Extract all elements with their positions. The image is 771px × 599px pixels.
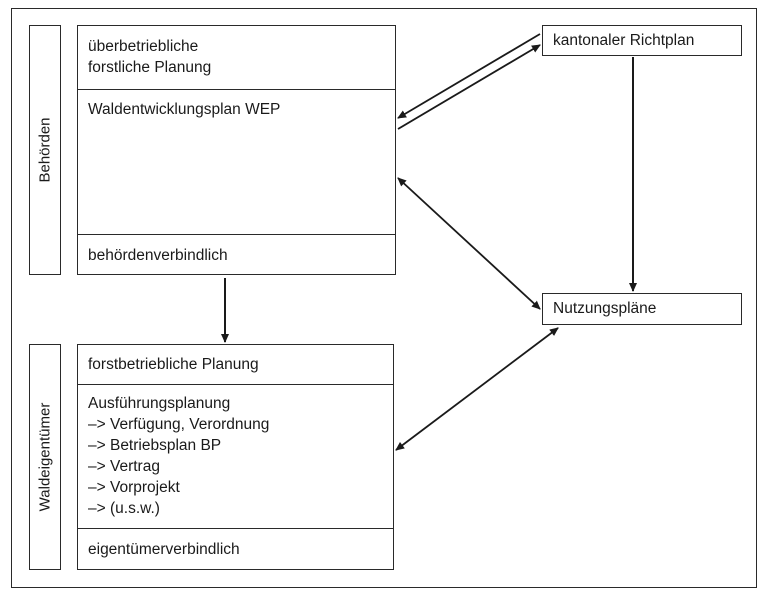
- owner-main-section: Ausführungsplanung –> Verfügung, Verordn…: [78, 384, 393, 528]
- owner-line: –> (u.s.w.): [88, 500, 160, 517]
- forest-owners-label-box: Waldeigentümer: [29, 344, 61, 570]
- wep-label: Waldentwicklungsplan WEP: [88, 101, 281, 118]
- owner-footer-section: eigentümerverbindlich: [78, 528, 393, 570]
- owner-line: –> Vertrag: [88, 458, 160, 475]
- diagram-frame: [11, 8, 757, 588]
- owner-planning-box: forstbetriebliche Planung Ausführungspla…: [77, 344, 394, 570]
- owner-line: –> Vorprojekt: [88, 479, 180, 496]
- authority-header-line1: überbetriebliche: [88, 38, 199, 55]
- owner-header-label: forstbetriebliche Planung: [88, 356, 259, 373]
- owner-line: Ausführungsplanung: [88, 395, 231, 412]
- usage-plans-label: Nutzungspläne: [553, 300, 657, 317]
- cantonal-plan-label: kantonaler Richtplan: [553, 31, 695, 49]
- authority-main-section: Waldentwicklungsplan WEP: [78, 89, 395, 234]
- authority-planning-box: überbetriebliche forstliche Planung Wald…: [77, 25, 396, 275]
- authority-footer-section: behördenverbindlich: [78, 234, 395, 275]
- authority-binding-label: behördenverbindlich: [88, 246, 228, 264]
- authority-header-section: überbetriebliche forstliche Planung: [78, 36, 395, 88]
- arrow-wep-usage-bidirectional: [397, 177, 541, 310]
- arrow-owner-usage-bidirectional: [395, 327, 559, 451]
- owner-line: –> Betriebsplan BP: [88, 437, 222, 454]
- cantonal-plan-box: kantonaler Richtplan: [542, 25, 742, 56]
- arrow-cantonal-to-wep: [397, 33, 541, 119]
- owner-binding-label: eigentümerverbindlich: [88, 541, 240, 558]
- owner-header-section: forstbetriebliche Planung: [78, 345, 393, 384]
- authority-header-line2: forstliche Planung: [88, 59, 212, 76]
- usage-plans-box: Nutzungspläne: [542, 293, 742, 325]
- owner-line: –> Verfügung, Verordnung: [88, 416, 270, 433]
- authorities-label-box: Behörden: [29, 25, 61, 275]
- arrow-wep-to-cantonal: [397, 44, 541, 130]
